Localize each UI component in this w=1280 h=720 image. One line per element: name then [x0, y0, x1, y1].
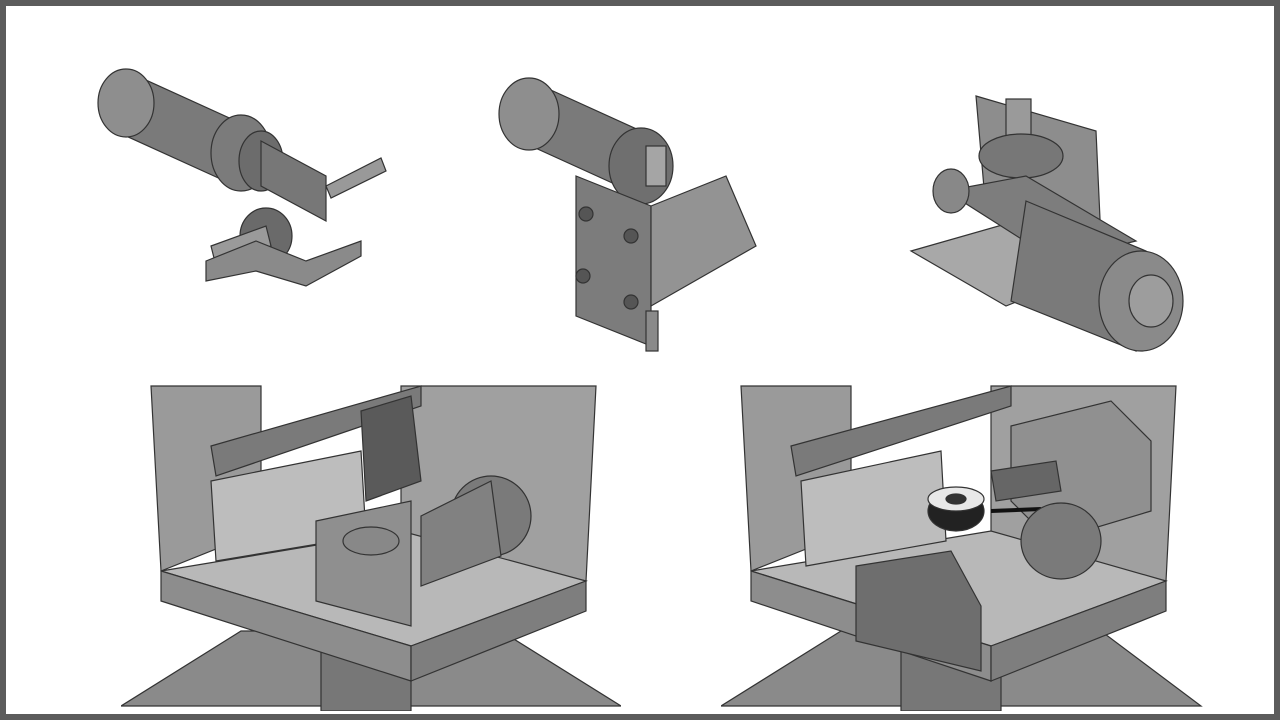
- enclosure-assembly-right-render: [721, 385, 1203, 711]
- enclosure-assembly-left-render: [121, 385, 621, 711]
- gearmotor-bracket-rear-render: [909, 95, 1184, 352]
- gearmotor-bracket-front-render: [498, 77, 757, 352]
- gearmotor-foot-mount-render: [97, 68, 387, 287]
